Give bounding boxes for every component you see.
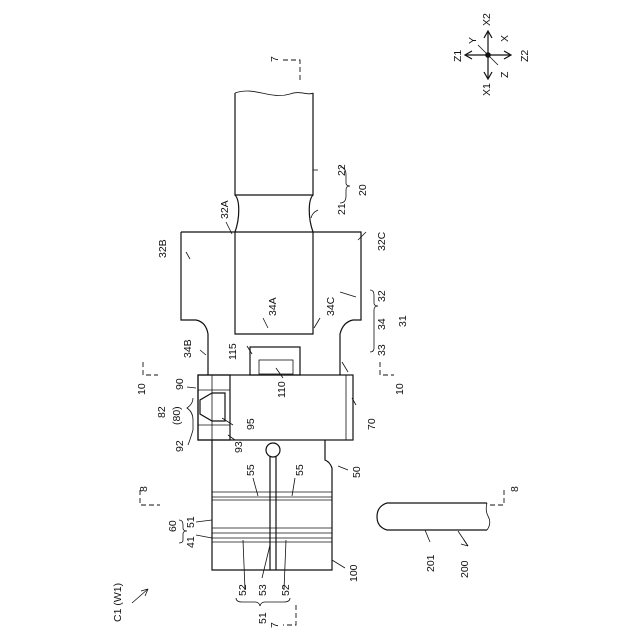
label-95: 95: [245, 418, 257, 430]
section-10-left-line: [143, 362, 158, 375]
label-33: 33: [376, 344, 388, 356]
axis-label-x2: X2: [481, 13, 493, 26]
label-60: 60: [167, 520, 179, 532]
section-10-right: 10: [394, 383, 406, 395]
label-20: 20: [357, 184, 369, 196]
labels: C1 (W1) Y X Z X1 X2 Z1 Z2 7 7 8 8 10 10 …: [112, 13, 531, 628]
axis-label-y: Y: [467, 37, 479, 44]
label-50: 50: [351, 466, 363, 478]
label-100: 100: [348, 564, 360, 582]
label-34B: 34B: [182, 339, 194, 358]
label-51-top: 51: [185, 516, 197, 528]
label-32A: 32A: [219, 200, 231, 219]
pin-200: [377, 503, 490, 530]
section-7-top: 7: [269, 56, 281, 62]
bridge-115: [250, 347, 300, 375]
section-10-right-line: [380, 362, 394, 375]
label-41: 41: [185, 536, 197, 548]
label-34C: 34C: [325, 296, 337, 316]
axis-label-z2: Z2: [519, 50, 531, 62]
axis-label-x1: X1: [481, 83, 493, 96]
axis-label-z: Z: [499, 71, 511, 78]
label-55-right: 55: [294, 464, 306, 476]
pin-outline: [377, 503, 487, 530]
label-80: (80): [171, 406, 183, 425]
label-32B: 32B: [157, 239, 169, 258]
section-10-left: 10: [136, 383, 148, 395]
label-34: 34: [376, 318, 388, 330]
label-70: 70: [366, 418, 378, 430]
label-22: 22: [336, 164, 348, 176]
axis-origin: [485, 52, 491, 58]
label-93: 93: [233, 441, 245, 453]
label-51-bottom: 51: [257, 612, 269, 624]
label-31: 31: [397, 315, 409, 327]
label-34A: 34A: [267, 297, 279, 316]
label-201: 201: [425, 554, 437, 572]
section-7-top-line: [283, 60, 300, 80]
section-7-bottom: 7: [269, 622, 281, 628]
label-200: 200: [459, 560, 471, 578]
label-92: 92: [174, 440, 186, 452]
label-32C: 32C: [376, 231, 388, 251]
label-110: 110: [276, 381, 288, 398]
contact-part-50: [212, 440, 332, 570]
label-32: 32: [376, 290, 388, 302]
section-8-right-line: [488, 490, 504, 505]
caption-arrow: [132, 589, 148, 603]
wire-conductor-21: [235, 195, 313, 232]
label-55-left: 55: [245, 464, 257, 476]
wire-20: [235, 91, 313, 232]
axis-label-x: X: [499, 35, 511, 42]
terminal-body: [181, 232, 361, 570]
slit-hole: [266, 443, 280, 457]
wire-cut-line: [235, 91, 313, 96]
conductor-inside-barrel: [235, 232, 313, 334]
section-7-bottom-line: [283, 605, 296, 625]
label-52-left: 52: [237, 584, 249, 596]
label-53: 53: [257, 584, 269, 596]
lock-tab-82: [200, 393, 225, 421]
section-8-right: 8: [509, 486, 521, 492]
axis-label-z1: Z1: [452, 50, 464, 62]
figure-caption: C1 (W1): [112, 583, 124, 622]
label-115: 115: [227, 343, 239, 360]
pin-cut-line: [486, 503, 490, 530]
label-52-right: 52: [280, 584, 292, 596]
label-21: 21: [336, 203, 348, 215]
leader-lines: [179, 167, 468, 606]
label-82: 82: [156, 406, 168, 418]
section-8-left: 8: [138, 486, 150, 492]
label-90: 90: [174, 378, 186, 390]
wire-sheath-22: [235, 93, 313, 195]
